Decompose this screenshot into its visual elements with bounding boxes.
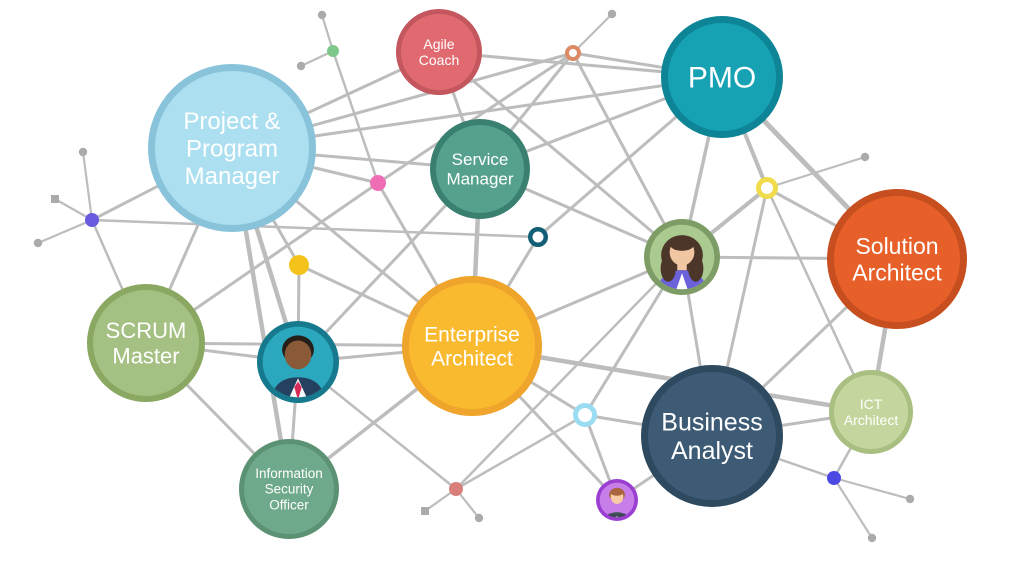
line-endpoint-e8 bbox=[421, 507, 429, 515]
edge-indigo-e10 bbox=[832, 476, 912, 501]
role-label-line: Agile bbox=[423, 36, 454, 52]
role-label-line: Solution bbox=[855, 233, 938, 259]
line-endpoint-e5 bbox=[33, 238, 43, 248]
avatar-man[interactable] bbox=[257, 321, 339, 403]
role-label-pmo: PMO bbox=[688, 62, 756, 95]
line-endpoint-e10 bbox=[905, 494, 915, 504]
role-circle-agile[interactable] bbox=[396, 9, 482, 95]
line-endpoint-e6 bbox=[607, 9, 617, 19]
avatar-figure bbox=[605, 487, 629, 518]
role-label-line: PMO bbox=[688, 62, 756, 95]
avatar-figure bbox=[656, 235, 708, 290]
line-endpoint-e3 bbox=[78, 147, 88, 157]
line-endpoint-e7 bbox=[860, 152, 870, 162]
role-label-line: Master bbox=[112, 343, 179, 368]
edge-purple-e4 bbox=[53, 197, 94, 222]
role-label-line: Architect bbox=[431, 347, 513, 370]
role-label-line: Manager bbox=[185, 163, 280, 190]
role-label-line: Business bbox=[661, 408, 762, 436]
role-circle-solution[interactable] bbox=[827, 189, 967, 329]
role-label-line: Service bbox=[452, 150, 509, 169]
role-label-line: Program bbox=[186, 135, 278, 162]
edge-green-e1 bbox=[320, 13, 335, 53]
connector-indigo[interactable] bbox=[827, 471, 841, 485]
role-circle-scrum[interactable] bbox=[87, 284, 205, 402]
line-endpoint-e2 bbox=[296, 61, 306, 71]
role-label-line: Information bbox=[255, 466, 323, 481]
edge-lbdonut-salmon bbox=[454, 413, 587, 491]
connector-green[interactable] bbox=[327, 45, 339, 57]
role-circle-business[interactable] bbox=[641, 365, 783, 507]
connector-odonut[interactable] bbox=[565, 45, 581, 61]
line-endpoint-e1 bbox=[317, 10, 327, 20]
role-label-line: SCRUM bbox=[106, 318, 187, 343]
connector-tdonut[interactable] bbox=[528, 227, 548, 247]
connector-salmon[interactable] bbox=[449, 482, 463, 496]
role-pmo[interactable]: PMO bbox=[661, 16, 783, 138]
role-circle-project[interactable] bbox=[148, 64, 316, 232]
edge-odonut-woman bbox=[571, 51, 684, 259]
edge-odonut-e6 bbox=[571, 12, 614, 55]
line-endpoint-e9 bbox=[474, 513, 484, 523]
connector-purple[interactable] bbox=[85, 213, 99, 227]
role-label-line: Security bbox=[265, 482, 314, 497]
connector-ydot[interactable] bbox=[289, 255, 309, 275]
edge-agile-woman bbox=[437, 50, 684, 259]
role-circle-enterprise[interactable] bbox=[402, 276, 542, 416]
role-circle-ict[interactable] bbox=[829, 370, 913, 454]
edge-purple-e3 bbox=[81, 150, 94, 222]
role-label-line: Enterprise bbox=[424, 323, 520, 346]
avatar-dev[interactable] bbox=[596, 479, 638, 521]
role-label-line: Officer bbox=[269, 497, 309, 512]
connector-pink[interactable] bbox=[370, 175, 386, 191]
line-endpoint-e4 bbox=[51, 195, 59, 203]
role-label-line: Architect bbox=[844, 412, 899, 428]
edge-green-pink bbox=[331, 49, 380, 185]
edge-purple-e5 bbox=[36, 218, 94, 245]
role-label-line: Coach bbox=[419, 52, 459, 68]
role-label-line: Analyst bbox=[671, 437, 753, 465]
connector-lbdonut[interactable] bbox=[573, 403, 597, 427]
connector-ydonut[interactable] bbox=[756, 177, 778, 199]
edge-indigo-e11 bbox=[832, 476, 874, 540]
avatar-woman[interactable] bbox=[644, 219, 720, 295]
role-label-line: Manager bbox=[446, 170, 513, 189]
role-label-line: Project & bbox=[183, 108, 280, 135]
role-circle-infosec[interactable] bbox=[239, 439, 339, 539]
edge-woman-salmon bbox=[454, 255, 684, 491]
edge-odonut-pink bbox=[376, 51, 575, 185]
line-endpoint-e11 bbox=[867, 533, 877, 543]
role-label-line: Architect bbox=[852, 259, 942, 285]
role-circle-pmo[interactable] bbox=[661, 16, 783, 138]
role-circle-service[interactable] bbox=[430, 119, 530, 219]
edge-tdonut-purple bbox=[90, 218, 540, 239]
role-label-line: ICT bbox=[860, 396, 883, 412]
